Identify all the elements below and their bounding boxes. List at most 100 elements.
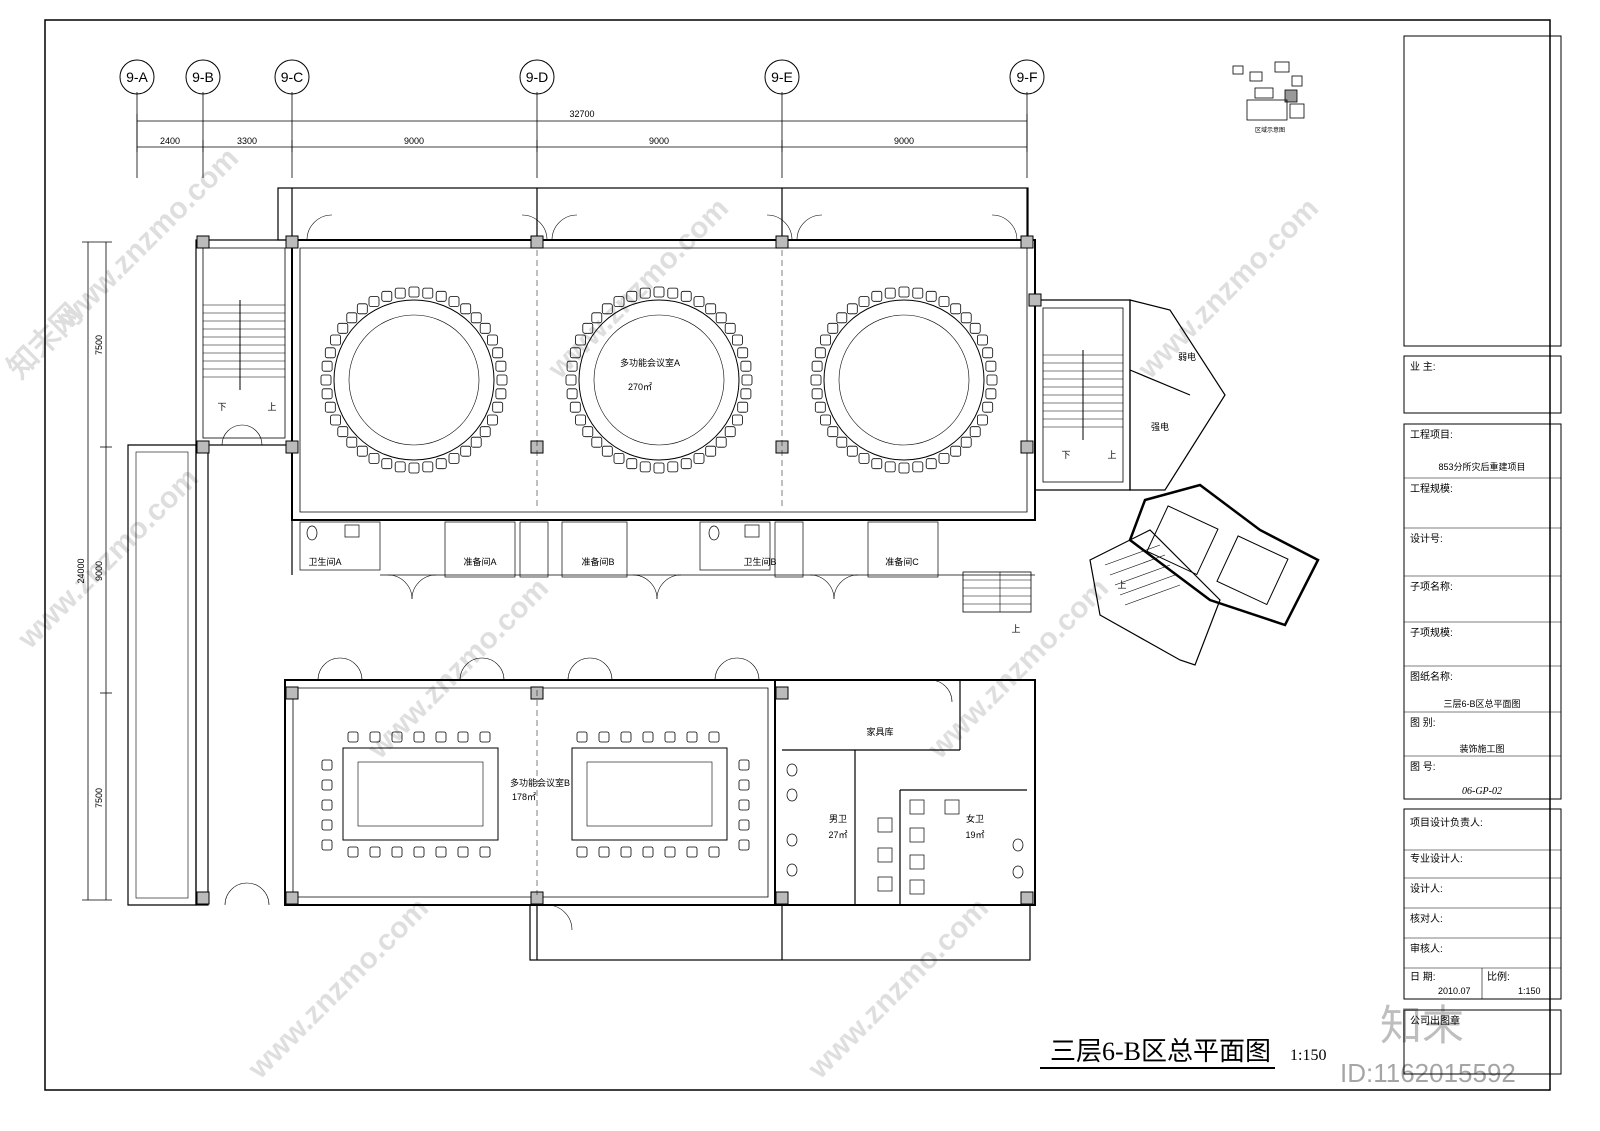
banquet-chair bbox=[566, 388, 578, 400]
banquet-chair bbox=[724, 426, 736, 438]
dim-seg-5: 9000 bbox=[894, 136, 914, 146]
banquet-chair bbox=[871, 290, 883, 302]
tb-category-value: 装饰施工图 bbox=[1459, 743, 1504, 754]
banquet-chair bbox=[740, 360, 752, 372]
banquet-chair bbox=[626, 458, 638, 470]
banquet-chair bbox=[820, 334, 831, 346]
banquet-chair bbox=[356, 445, 368, 457]
banquet-chair bbox=[884, 287, 896, 299]
banquet-chair bbox=[740, 388, 752, 400]
walls bbox=[127, 187, 1320, 961]
room-prep-c: 准备间C bbox=[885, 556, 919, 567]
door-swings bbox=[221, 214, 1018, 931]
banquet-chair bbox=[422, 461, 434, 473]
tb-lead-label: 项目设计负责人: bbox=[1410, 816, 1483, 829]
room-strong-elec: 强电 bbox=[1151, 421, 1169, 432]
banquet-chair bbox=[811, 388, 823, 400]
banquet-chair bbox=[715, 436, 727, 448]
watermark-logo: 知末 bbox=[1380, 1002, 1464, 1049]
banquet-chair bbox=[394, 461, 406, 473]
watermark-site: www.znzmo.com bbox=[51, 142, 245, 336]
banquet-chair bbox=[950, 445, 962, 457]
banquet-chair bbox=[492, 347, 504, 359]
conference-chair bbox=[576, 731, 588, 743]
banquet-chair bbox=[408, 462, 420, 474]
conference-chair bbox=[321, 779, 333, 791]
tb-category-label: 图 别: bbox=[1410, 717, 1436, 729]
banquet-chair bbox=[321, 360, 333, 372]
banquet-chair bbox=[470, 312, 482, 324]
conference-chair bbox=[664, 731, 676, 743]
axis-label-9c: 9-C bbox=[281, 69, 304, 85]
banquet-chair bbox=[575, 414, 586, 426]
tb-date-value: 2010.07 bbox=[1438, 986, 1471, 996]
banquet-chair bbox=[495, 360, 507, 372]
banquet-chair bbox=[330, 414, 342, 426]
tb-ratio-value: 1:150 bbox=[1518, 986, 1541, 996]
banquet-chair bbox=[653, 462, 665, 474]
banquet-chair bbox=[693, 296, 705, 308]
banquet-chair bbox=[741, 374, 753, 386]
tb-drawing-name-value: 三层6-B区总平面图 bbox=[1443, 698, 1520, 709]
tb-sub-scale-label: 子项规模: bbox=[1410, 626, 1453, 639]
banquet-chair bbox=[435, 290, 447, 302]
sheet-frame bbox=[44, 19, 1551, 1091]
banquet-chair bbox=[977, 414, 988, 426]
grid-axis-markers bbox=[119, 59, 1045, 178]
banquet-chair bbox=[486, 334, 498, 346]
conference-chair bbox=[738, 839, 750, 851]
watermark-site: www.znzmo.com bbox=[921, 572, 1115, 766]
tb-drafter-label: 设计人: bbox=[1410, 882, 1443, 895]
banquet-chair bbox=[479, 426, 491, 438]
room-mens-area: 27㎡ bbox=[828, 830, 847, 840]
room-meeting-b: 多功能会议室B bbox=[510, 777, 570, 788]
conference-chair bbox=[686, 846, 698, 858]
banquet-chair bbox=[346, 312, 358, 324]
banquet-chair bbox=[324, 401, 336, 413]
banquet-chair bbox=[601, 445, 613, 457]
banquet-chair bbox=[346, 436, 358, 448]
banquet-chair bbox=[732, 334, 743, 346]
banquet-chair bbox=[810, 374, 822, 386]
banquet-chair bbox=[827, 322, 839, 334]
banquet-chair bbox=[591, 436, 603, 448]
dim-vertical-3: 7500 bbox=[94, 788, 104, 808]
banquet-chair bbox=[960, 312, 972, 324]
banquet-chair bbox=[408, 286, 420, 298]
banquet-chair bbox=[479, 322, 491, 334]
banquet-chair bbox=[470, 436, 482, 448]
tb-designer-label: 专业设计人: bbox=[1410, 852, 1463, 865]
watermark-site: www.znzmo.com bbox=[11, 462, 205, 656]
banquet-chair bbox=[330, 334, 342, 346]
banquet-chair bbox=[724, 322, 736, 334]
dim-seg-2: 3300 bbox=[237, 136, 257, 146]
watermark-site: www.znzmo.com bbox=[541, 192, 735, 386]
dim-vertical-2: 9000 bbox=[94, 561, 104, 581]
axis-label-9b: 9-B bbox=[192, 69, 214, 85]
tb-design-no-label: 设计号: bbox=[1410, 532, 1443, 545]
banquet-chair bbox=[324, 347, 336, 359]
dim-overall: 32700 bbox=[569, 109, 594, 119]
conference-chair bbox=[321, 759, 333, 771]
room-restroom-b: 卫生间B bbox=[743, 556, 776, 567]
banquet-chair bbox=[448, 296, 460, 308]
banquet-chair bbox=[337, 426, 349, 438]
conference-chair bbox=[435, 731, 447, 743]
tb-project-value: 853分所灾后重建项目 bbox=[1438, 461, 1525, 472]
tb-number-label: 图 号: bbox=[1410, 761, 1436, 773]
conference-chair bbox=[598, 846, 610, 858]
dim-vertical-1: 7500 bbox=[94, 335, 104, 355]
banquet-chair bbox=[394, 287, 406, 299]
conference-chair bbox=[347, 846, 359, 858]
conference-chair bbox=[620, 731, 632, 743]
room-weak-elec: 弱电 bbox=[1178, 351, 1196, 362]
banquet-chair bbox=[693, 452, 705, 464]
banquet-chair bbox=[871, 458, 883, 470]
conference-chair bbox=[664, 846, 676, 858]
tb-company-label: 公司出图章 bbox=[1410, 1014, 1460, 1027]
conference-tables bbox=[342, 747, 728, 841]
banquet-chair bbox=[912, 287, 924, 299]
axis-label-9a: 9-A bbox=[126, 69, 148, 85]
conference-chair bbox=[738, 779, 750, 791]
banquet-chair bbox=[977, 334, 988, 346]
